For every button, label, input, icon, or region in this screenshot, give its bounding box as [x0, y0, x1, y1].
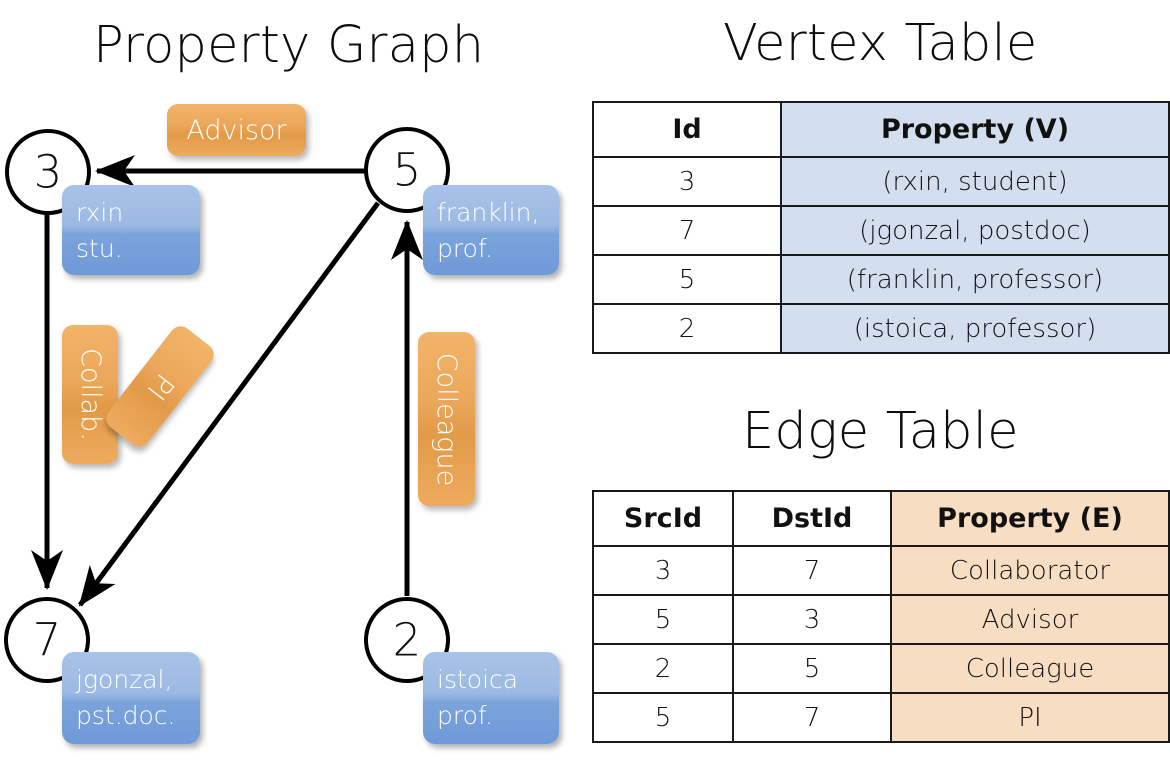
cell-property: (istoica, professor) [780, 303, 1170, 354]
cell-dstid: 3 [732, 594, 892, 645]
cell-property: (franklin, professor) [780, 254, 1170, 305]
cell-srcid: 5 [592, 692, 734, 743]
table-row[interactable]: 5 3 Advisor [592, 594, 1170, 645]
column-header-srcid: SrcId [592, 490, 734, 547]
vertex-table: Id Property (V) 3 (rxin, student) 7 (jgo… [592, 101, 1170, 354]
table-row[interactable]: 5 (franklin, professor) [592, 254, 1170, 305]
node-property-line2: prof. [437, 701, 493, 731]
column-header-property-e: Property (E) [890, 490, 1170, 547]
node-property-line2: prof. [437, 234, 493, 264]
node-property-box-5[interactable]: franklin, prof. [423, 185, 559, 275]
table-row[interactable]: 2 (istoica, professor) [592, 303, 1170, 354]
table-header-row: Id Property (V) [592, 101, 1170, 158]
edge-label-collab[interactable]: Collab. [62, 325, 118, 464]
edge-label-text: PI [140, 367, 180, 406]
node-property-line1: istoica [437, 665, 519, 694]
cell-id: 3 [592, 156, 782, 207]
page-title-property-graph: Property Graph [93, 16, 485, 75]
graph-node-5[interactable]: 5 [364, 127, 450, 213]
column-header-dstid: DstId [732, 490, 892, 547]
cell-id: 5 [592, 254, 782, 305]
edge-label-colleague[interactable]: Colleague [418, 332, 475, 506]
node-id-label: 3 [33, 145, 63, 199]
table-row[interactable]: 2 5 Colleague [592, 643, 1170, 694]
cell-dstid: 7 [732, 692, 892, 743]
cell-id: 2 [592, 303, 782, 354]
edge-label-text: Advisor [186, 114, 287, 146]
node-property-line1: rxin [76, 198, 124, 227]
cell-srcid: 3 [592, 545, 734, 596]
cell-id: 7 [592, 205, 782, 256]
column-header-property-v: Property (V) [780, 101, 1170, 158]
table-row[interactable]: 3 7 Collaborator [592, 545, 1170, 596]
table-header-row: SrcId DstId Property (E) [592, 490, 1170, 547]
cell-srcid: 5 [592, 594, 734, 645]
edge-table: SrcId DstId Property (E) 3 7 Collaborato… [592, 490, 1170, 743]
table-row[interactable]: 7 (jgonzal, postdoc) [592, 205, 1170, 256]
cell-property: (jgonzal, postdoc) [780, 205, 1170, 256]
cell-property: (rxin, student) [780, 156, 1170, 207]
cell-dstid: 5 [732, 643, 892, 694]
node-property-line2: pst.doc. [76, 701, 176, 731]
node-id-label: 7 [32, 613, 62, 667]
edge-label-advisor[interactable]: Advisor [167, 104, 306, 156]
page-title-vertex-table: Vertex Table [723, 14, 1038, 73]
cell-dstid: 7 [732, 545, 892, 596]
cell-property: Collaborator [890, 545, 1170, 596]
cell-property: Advisor [890, 594, 1170, 645]
node-id-label: 2 [392, 613, 422, 667]
graph-edges-layer [31, 155, 423, 607]
edge-5-to-7 [77, 201, 381, 607]
table-row[interactable]: 3 (rxin, student) [592, 156, 1170, 207]
graph-node-2[interactable]: 2 [364, 597, 450, 683]
node-property-line2: stu. [76, 234, 123, 264]
node-id-label: 5 [392, 143, 422, 197]
node-property-box-3[interactable]: rxin stu. [62, 185, 200, 275]
node-property-line1: franklin, [437, 198, 540, 227]
edge-label-text: Collab. [74, 348, 106, 441]
edge-label-text: Colleague [431, 352, 462, 486]
cell-property: PI [890, 692, 1170, 743]
node-property-line1: jgonzal, [76, 665, 173, 694]
cell-property: Colleague [890, 643, 1170, 694]
node-property-box-2[interactable]: istoica prof. [423, 652, 559, 744]
column-header-id: Id [592, 101, 782, 158]
cell-srcid: 2 [592, 643, 734, 694]
node-property-box-7[interactable]: jgonzal, pst.doc. [62, 652, 200, 744]
table-row[interactable]: 5 7 PI [592, 692, 1170, 743]
page-title-edge-table: Edge Table [742, 402, 1019, 461]
